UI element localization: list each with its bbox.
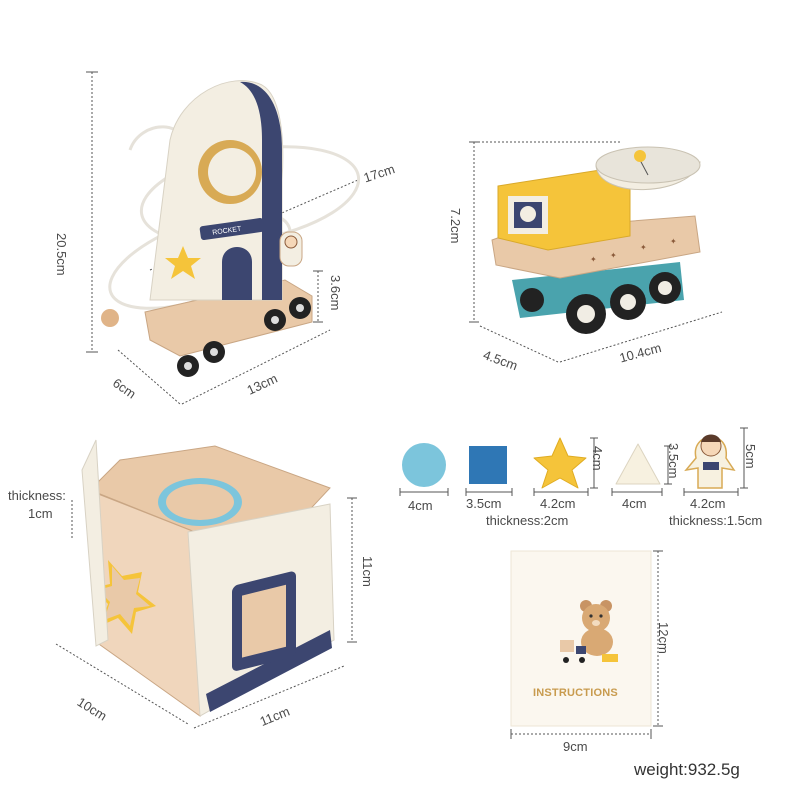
rocket-door: [222, 247, 252, 300]
triangle-block: [615, 443, 661, 485]
rocket-star: [165, 246, 201, 279]
instructions-card: [510, 550, 663, 739]
wooden-bead: [101, 309, 119, 327]
box-height-label: 11cm: [360, 556, 375, 587]
box-width-line: [193, 665, 345, 729]
astronaut-height-label: 5cm: [743, 444, 758, 469]
rocket-badge-text: ROCKET: [212, 226, 243, 237]
star-block: [533, 437, 587, 489]
rocket-wheels: [177, 297, 311, 377]
triangle-width-label: 4cm: [622, 496, 647, 511]
rocket-length-line: [181, 329, 331, 405]
box-depth-line: [55, 643, 189, 725]
circle-size-label: 4cm: [408, 498, 433, 513]
star-height-label: 4cm: [590, 446, 605, 471]
rover-length-line: [559, 311, 723, 363]
box-thickness-value: 1cm: [28, 506, 53, 521]
rocket-astronaut: [279, 231, 303, 267]
box-thickness-label: thickness:: [8, 488, 66, 503]
svg-text:✦: ✦: [640, 243, 647, 252]
square-size-label: 3.5cm: [466, 496, 502, 511]
svg-text:✦: ✦: [590, 255, 597, 264]
circle-block: [402, 443, 446, 487]
rocket-height-label: 20.5cm: [54, 233, 69, 276]
astronaut-figure: [684, 434, 736, 489]
weight-label: weight:932.5g: [634, 760, 740, 779]
shape-pieces: [399, 427, 748, 496]
rocket-depth-line: [117, 349, 181, 405]
rocket-toy: ROCKET: [86, 71, 361, 405]
rover-height-label: 7.2cm: [448, 208, 463, 244]
star-width-label: 4.2cm: [540, 496, 576, 511]
rover-toy: ✦ ✦ ✦ ✦: [469, 141, 723, 363]
instructions-title: INSTRUCTIONS: [533, 687, 618, 699]
svg-text:✦: ✦: [670, 237, 677, 246]
rocket-base-height-label: 3.6cm: [328, 275, 343, 311]
svg-text:✦: ✦: [610, 251, 617, 260]
bear-illustration: [580, 600, 613, 656]
blocks-thickness-label: thickness:2cm: [486, 513, 569, 528]
triangle-height-label: 3.5cm: [666, 443, 681, 479]
dish-knob: [634, 150, 646, 162]
square-block: [469, 446, 507, 484]
astronaut-width-label: 4.2cm: [690, 496, 726, 511]
manual-width-label: 9cm: [563, 739, 588, 754]
shape-sorter-box: [55, 439, 357, 729]
rover-wheels: [520, 272, 681, 334]
astronaut-thickness-label: thickness:1.5cm: [669, 513, 763, 528]
manual-height-label: 12cm: [656, 622, 671, 654]
